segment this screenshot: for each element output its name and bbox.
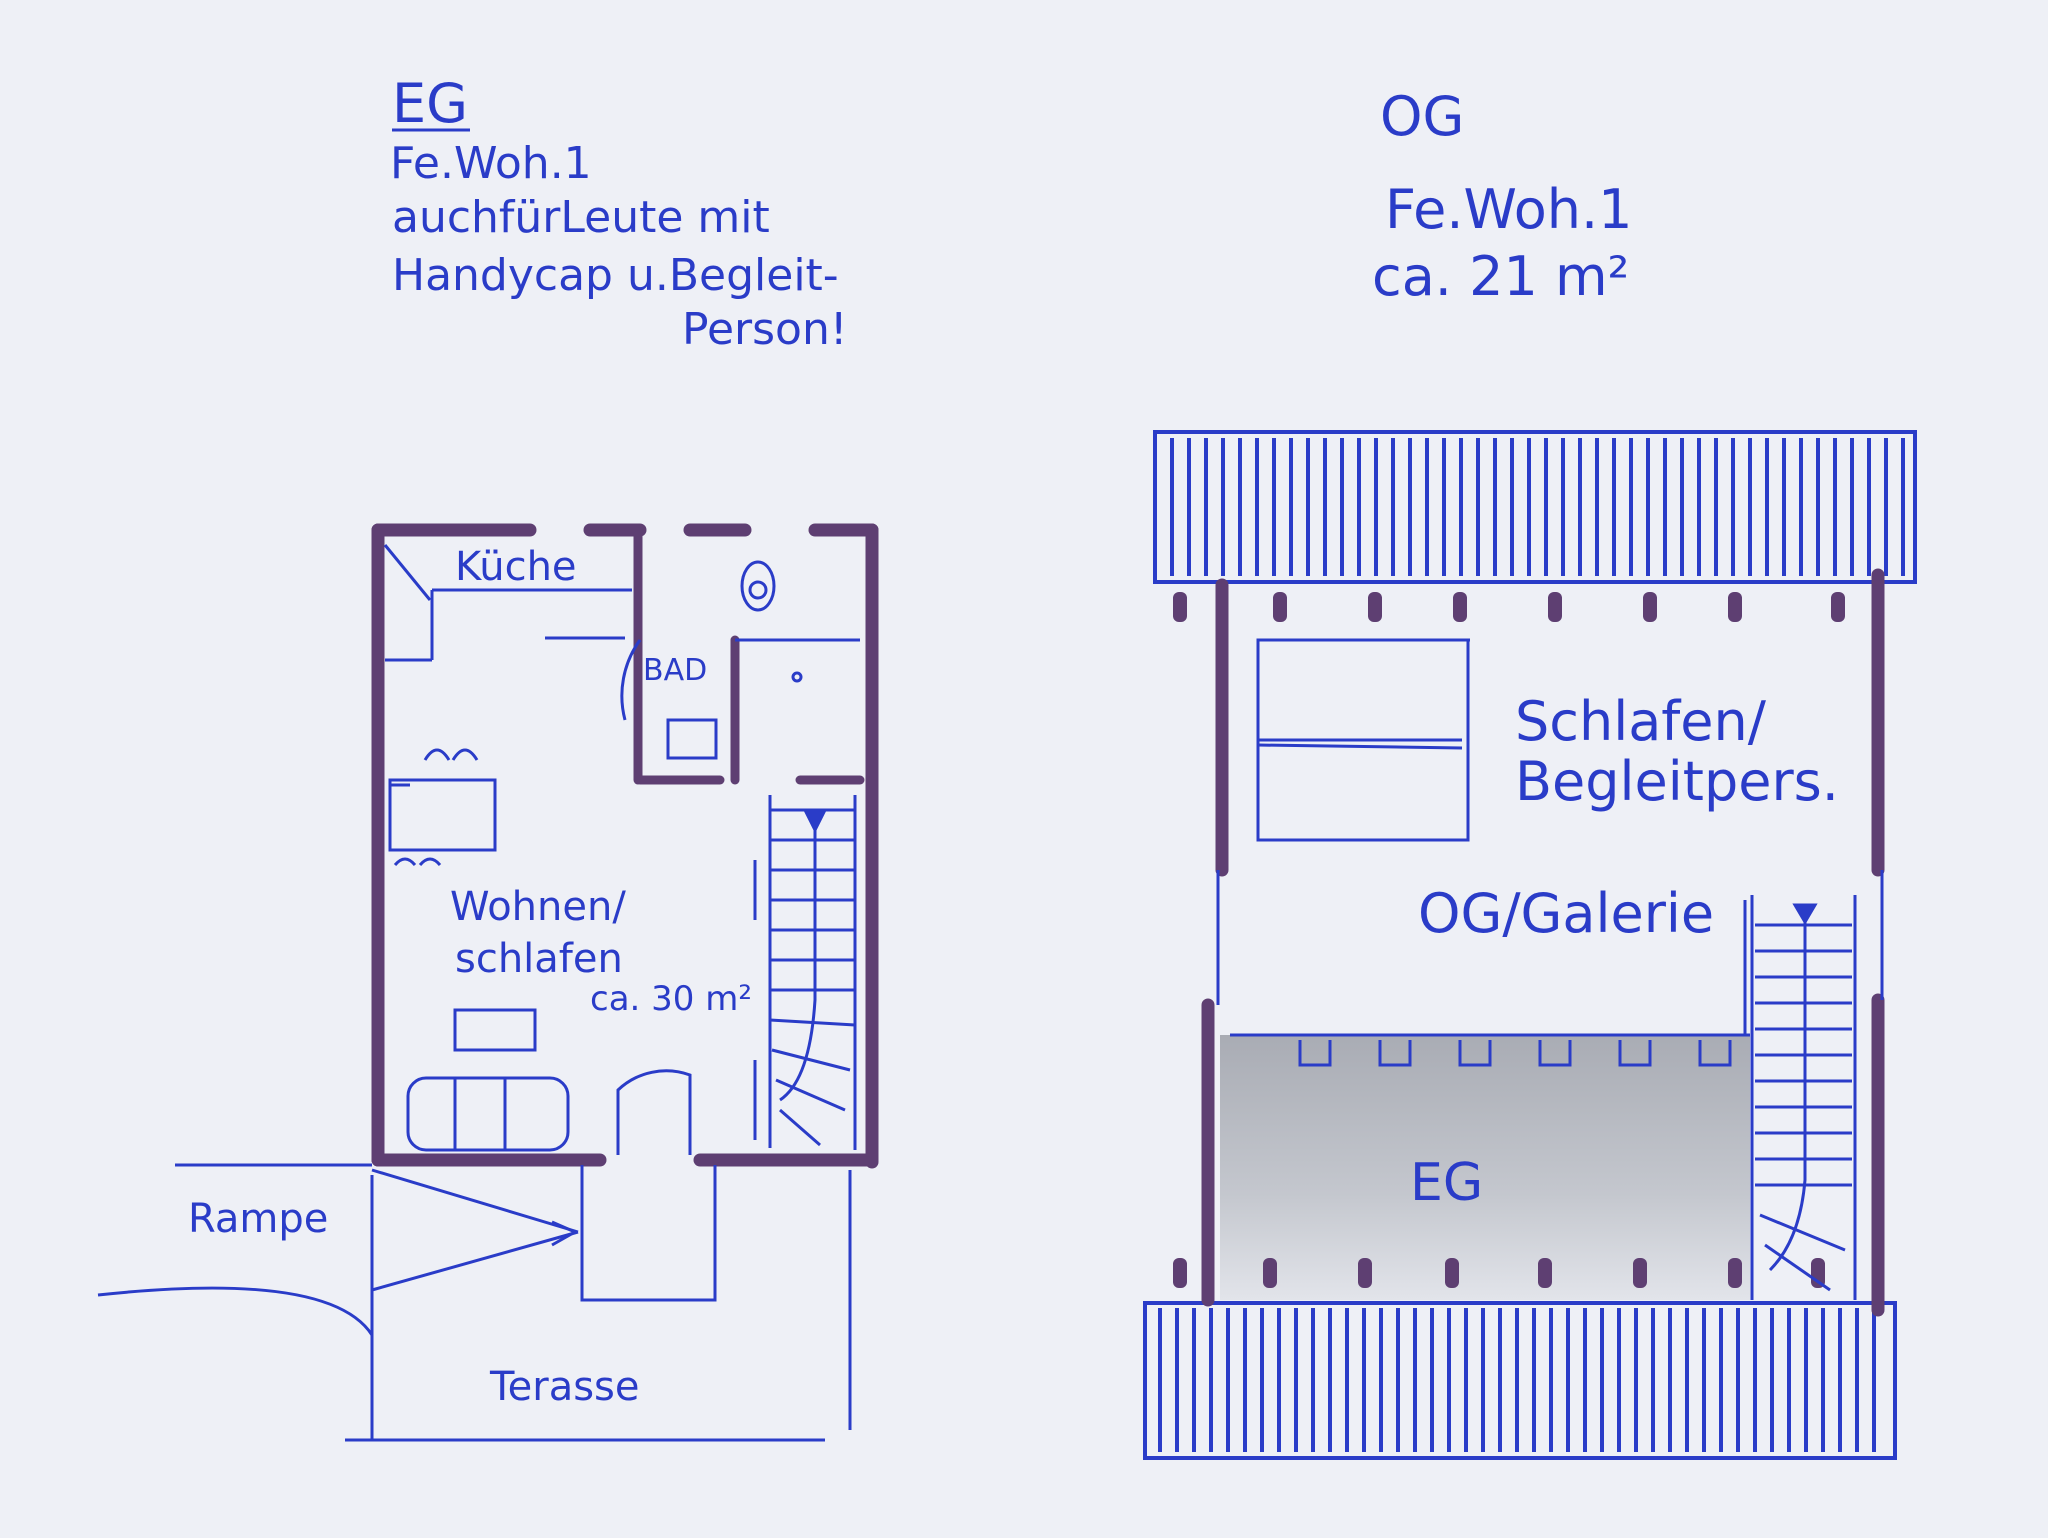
eg-note-2: auchfürLeute mit [392, 192, 770, 243]
terrace-outline [97, 1163, 852, 1442]
beam-end [1358, 1258, 1372, 1288]
eg-stairs [753, 795, 857, 1150]
stair-tread [1764, 1243, 1831, 1292]
beam-end [1445, 1258, 1459, 1288]
eg-note-4: Person! [682, 304, 848, 355]
ground-floor-plan: EG Fe.Woh.1 auchfürLeute mit Handycap u.… [97, 72, 879, 1442]
beam-end [1173, 592, 1187, 622]
eg-note-3: Handycap u.Begleit- [392, 250, 839, 301]
beam-end [1173, 1258, 1187, 1288]
og-room-sleeping-line2: Begleitpers. [1515, 750, 1839, 813]
railing-post [1378, 1040, 1412, 1067]
railing-post [1458, 1040, 1492, 1067]
eg-outer-walls [371, 523, 879, 1169]
og-thin-walls [1216, 870, 1884, 1037]
eg-note-1: Fe.Woh.1 [390, 138, 592, 189]
railing-post [1538, 1040, 1572, 1067]
railing-post [1698, 1040, 1732, 1067]
eg-terrace-label: Terasse [489, 1364, 640, 1410]
beam-end [1453, 592, 1467, 622]
og-bed [1256, 638, 1470, 842]
rafter-ends [1173, 592, 1845, 1288]
stair-tread [1759, 1213, 1846, 1252]
beam-end [1831, 592, 1845, 622]
eg-room-kitchen: Küche [455, 544, 577, 590]
beam-end [1728, 592, 1742, 622]
og-note-1: Fe.Woh.1 [1385, 178, 1633, 241]
og-eg-void-label: EG [1410, 1153, 1483, 1213]
beam-end [1548, 592, 1562, 622]
railing-post [1618, 1040, 1652, 1067]
upper-floor-plan: OG Fe.Woh.1 ca. 21 m² [1143, 85, 1917, 1460]
og-room-sleeping-line1: Schlafen/ [1515, 690, 1767, 753]
beam-end [1368, 592, 1382, 622]
eg-interior-walls [633, 530, 865, 785]
eg-room-living-line2: schlafen [455, 936, 623, 982]
og-note-2: ca. 21 m² [1372, 245, 1629, 308]
beam-end [1273, 592, 1287, 622]
kitchen-counter [383, 544, 632, 662]
eg-ramp-label: Rampe [188, 1196, 328, 1242]
og-stair-treads [1755, 923, 1852, 1292]
eg-room-bath: BAD [643, 653, 707, 688]
bath-fixtures [545, 560, 860, 760]
og-stairs [1750, 895, 1857, 1300]
living-furniture [388, 748, 692, 1155]
roof-eave-bottom [1143, 1301, 1897, 1460]
og-gallery-label: OG/Galerie [1418, 882, 1714, 945]
railing-post [1298, 1040, 1332, 1067]
eg-room-living-line1: Wohnen/ [450, 884, 626, 930]
eg-area: ca. 30 m² [590, 979, 752, 1019]
gallery-railing [1298, 1040, 1732, 1067]
eg-title: EG [392, 72, 468, 135]
beam-end [1643, 592, 1657, 622]
beam-end [1263, 1258, 1277, 1288]
beam-end [1633, 1258, 1647, 1288]
eg-void-shading [1220, 1035, 1750, 1300]
roof-eave-top [1153, 430, 1917, 584]
beam-end [1538, 1258, 1552, 1288]
og-title: OG [1380, 85, 1464, 148]
beam-end [1728, 1258, 1742, 1288]
og-walls [1201, 568, 1885, 1317]
